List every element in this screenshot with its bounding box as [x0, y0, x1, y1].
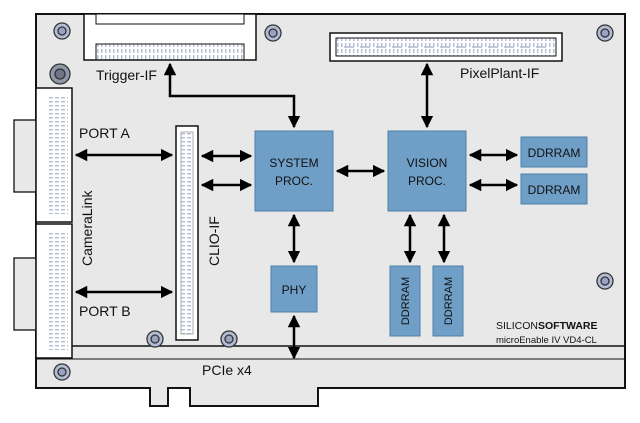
- cameralink-port-a-connector: [13, 87, 73, 223]
- pixelplant-connector: [329, 32, 563, 62]
- system-proc-block: [254, 130, 334, 212]
- pixelplant-if-label: PixelPlant-IF: [460, 65, 539, 81]
- vision-proc-label-line2: PROC.: [408, 174, 446, 188]
- ddrram-label-2: DDRRAM: [528, 183, 581, 197]
- arrow-trigger-system: [163, 62, 301, 129]
- system-proc-label-line2: PROC.: [275, 174, 313, 188]
- pcie-label: PCIe x4: [202, 362, 252, 378]
- trigger-connector: [83, 13, 257, 61]
- cameralink-label: CameraLink: [79, 190, 95, 266]
- system-proc-label-line1: SYSTEM: [269, 156, 318, 170]
- ddrram-label-3: DDRRAM: [400, 277, 412, 325]
- ddrram-label-1: DDRRAM: [528, 146, 581, 160]
- ddrram-block-3: [389, 265, 421, 337]
- port-b-label: PORT B: [79, 303, 131, 319]
- ddrram-label-4: DDRRAM: [443, 277, 455, 325]
- ddrram-block-2: [520, 173, 588, 205]
- connection-arrows: [74, 62, 519, 360]
- cameralink-port-b-connector: [13, 223, 73, 359]
- vision-proc-block: [387, 130, 467, 212]
- port-a-label: PORT A: [79, 125, 131, 141]
- model-label: microEnable IV VD4-CL: [496, 335, 597, 346]
- brand-logo: SILICONSOFTWARE: [496, 320, 598, 332]
- mounting-holes: [49, 22, 614, 381]
- trigger-if-label: Trigger-IF: [96, 67, 157, 83]
- clio-if-label: CLIO-IF: [206, 216, 222, 266]
- ddrram-block-1: [520, 136, 588, 168]
- clio-connector: [175, 125, 199, 341]
- brand-prefix: SILICON: [496, 320, 538, 332]
- ddrram-block-4: [432, 265, 464, 337]
- brand-suffix: SOFTWARE: [538, 320, 598, 332]
- vision-proc-label-line1: VISION: [407, 156, 448, 170]
- phy-label: PHY: [282, 283, 307, 297]
- phy-block: [270, 265, 318, 313]
